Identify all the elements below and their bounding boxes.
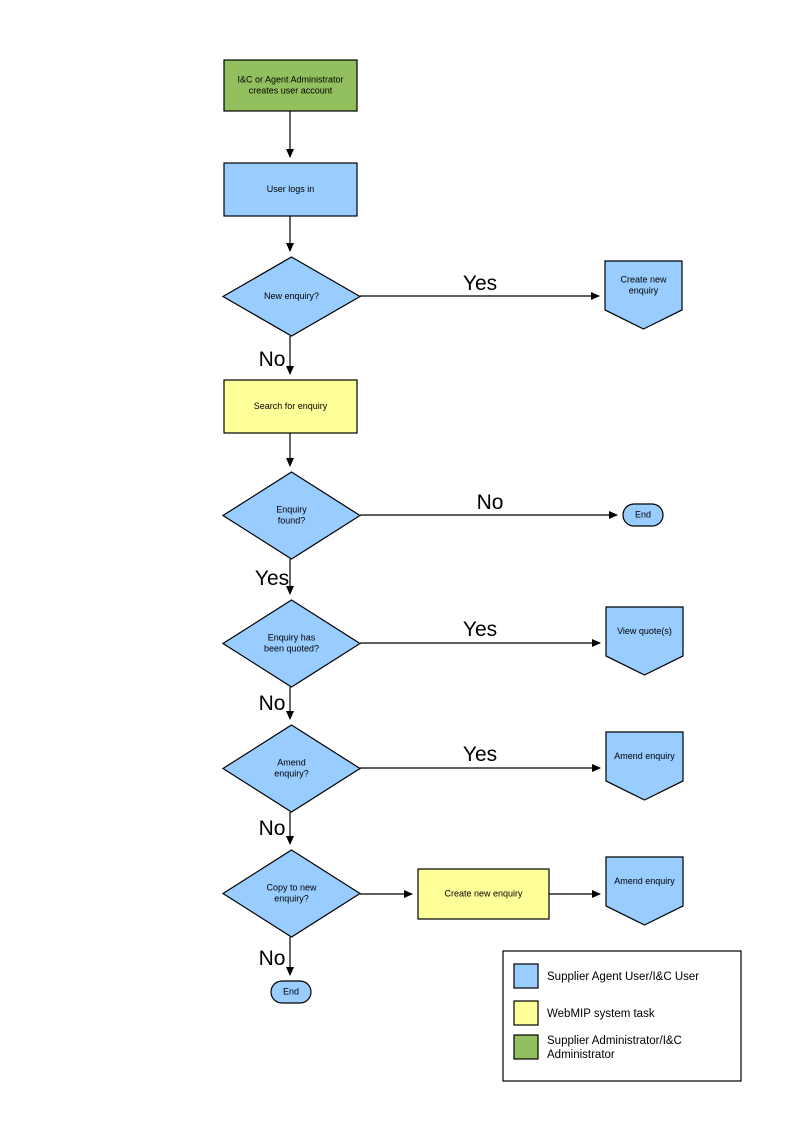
- node-end-label: End: [635, 509, 651, 519]
- node-create-new-enquiry-shape: [417, 868, 550, 920]
- node-amend-enquiry-shape: [605, 856, 684, 926]
- edges-layer: [286, 111, 618, 976]
- node-view-quote-s-shape: [605, 606, 684, 676]
- legend-swatch-supplier-agent-user-iandc-user: [513, 963, 539, 989]
- node-copy-to-new-enquiry-label: Copy to new: [266, 882, 317, 892]
- edge-label-no-n12: No: [259, 947, 286, 970]
- edge-label-yes-n10: Yes: [463, 743, 497, 766]
- node-search-for-enquiry-label: Search for enquiry: [254, 401, 328, 411]
- node-enquiry-has-been-quoted-label: Enquiry has: [268, 632, 316, 642]
- node-iandc-or-agent-administrator-creates-user-account-shape: [223, 59, 358, 112]
- node-enquiry-has-been-quoted-shape: [221, 599, 362, 688]
- node-amend-enquiry: Amend enquiry: [605, 856, 684, 926]
- node-end-shape: [270, 980, 312, 1004]
- node-new-enquiry: New enquiry?: [221, 256, 362, 337]
- node-user-logs-in-shape: [223, 162, 358, 217]
- legend-label-webmip-system-task: WebMIP system task: [547, 1008, 655, 1020]
- edge-label-no-n6: No: [477, 491, 504, 514]
- edge-label-yes-n6: Yes: [255, 567, 289, 590]
- edge-label-no-n3: No: [259, 348, 286, 371]
- node-create-new-enquiry: Create new enquiry: [417, 868, 550, 920]
- node-search-for-enquiry-shape: [223, 379, 358, 434]
- node-new-enquiry-label: New enquiry?: [264, 291, 319, 301]
- node-user-logs-in: User logs in: [223, 162, 358, 217]
- node-amend-enquiry-label: Amend enquiry: [614, 876, 675, 886]
- edge-label-yes-n8: Yes: [463, 618, 497, 641]
- legend-swatch-webmip-system-task: [513, 1000, 539, 1026]
- edge-label-yes-n3: Yes: [463, 272, 497, 295]
- node-create-new-enquiry-shape: [604, 260, 683, 330]
- node-iandc-or-agent-administrator-creates-user-account-label: I&C or Agent Administrator: [237, 74, 343, 84]
- node-enquiry-found-label: found?: [278, 515, 306, 525]
- node-search-for-enquiry: Search for enquiry: [223, 379, 358, 434]
- node-create-new-enquiry-label: Create new: [620, 274, 667, 284]
- legend-label-supplier-administrator-iandc: Supplier Administrator/I&C: [547, 1035, 682, 1047]
- node-end-label: End: [283, 986, 299, 996]
- node-amend-enquiry-shape: [605, 731, 684, 801]
- node-user-logs-in-label: User logs in: [267, 184, 315, 194]
- node-end: End: [622, 503, 664, 527]
- node-view-quote-s: View quote(s): [605, 606, 684, 676]
- edge-label-no-n8: No: [259, 692, 286, 715]
- node-end: End: [270, 980, 312, 1004]
- legend-label-supplier-administrator-iandc: Administrator: [547, 1049, 615, 1061]
- node-create-new-enquiry-label: Create new enquiry: [444, 888, 523, 898]
- node-amend-enquiry-label: Amend enquiry: [614, 751, 675, 761]
- legend-panel: [502, 950, 742, 1082]
- node-enquiry-found-shape: [221, 471, 362, 560]
- node-amend-enquiry: Amend enquiry: [605, 731, 684, 801]
- node-amend-enquiry-label: enquiry?: [274, 768, 309, 778]
- node-amend-enquiry-label: Amend: [277, 757, 306, 767]
- legend-label-supplier-agent-user-iandc-user: Supplier Agent User/I&C User: [547, 971, 699, 983]
- node-amend-enquiry-shape: [221, 724, 362, 813]
- node-view-quote-s-label: View quote(s): [617, 626, 672, 636]
- legend-swatch-supplier-administrator-iandc: [513, 1034, 539, 1060]
- node-new-enquiry-shape: [221, 256, 362, 337]
- node-copy-to-new-enquiry-shape: [221, 849, 362, 938]
- node-end-shape: [622, 503, 664, 527]
- node-enquiry-has-been-quoted-label: been quoted?: [264, 643, 319, 653]
- edge-label-no-n10: No: [259, 817, 286, 840]
- node-iandc-or-agent-administrator-creates-user-account-label: creates user account: [249, 85, 333, 95]
- node-copy-to-new-enquiry-label: enquiry?: [274, 893, 309, 903]
- node-create-new-enquiry-label: enquiry: [629, 285, 659, 295]
- node-enquiry-found-label: Enquiry: [276, 504, 307, 514]
